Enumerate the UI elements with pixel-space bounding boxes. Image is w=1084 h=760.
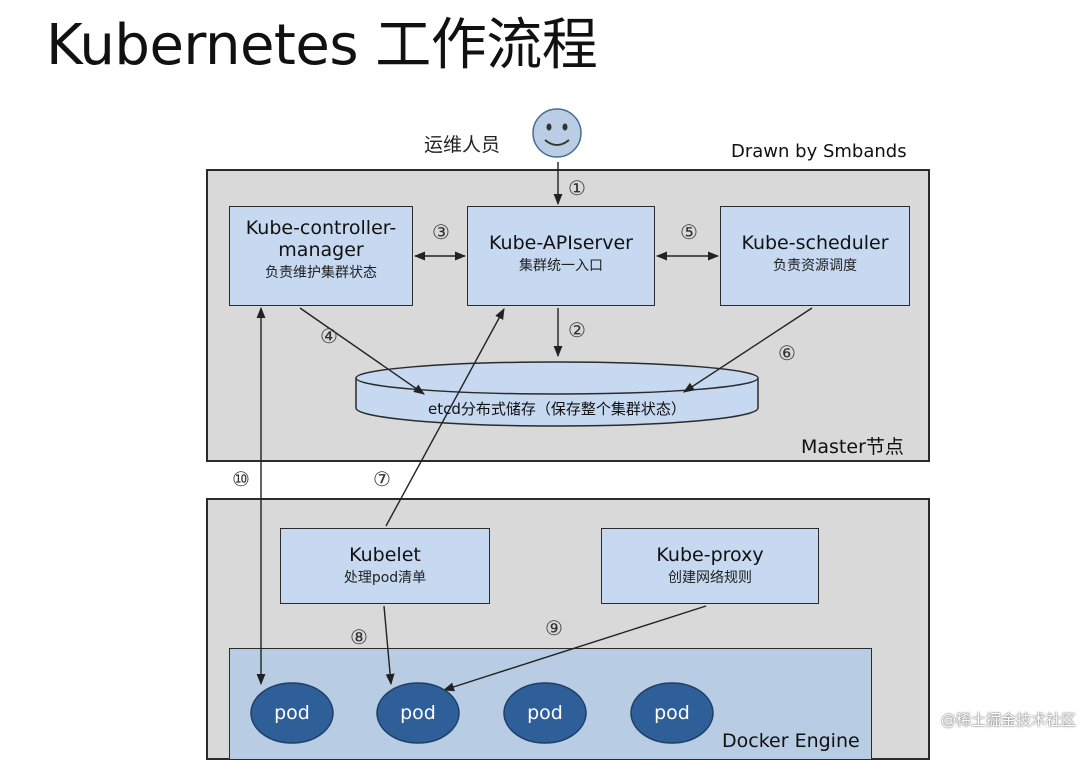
- kube-apiserver-box: Kube-APIserver 集群统一入口: [467, 206, 655, 306]
- arrow-step-4: [299, 307, 425, 395]
- pod-ellipse: [250, 682, 334, 744]
- step-number-4: ④: [320, 324, 338, 348]
- pod-ellipse: [630, 682, 714, 744]
- controller-desc: 负责维护集群状态: [265, 265, 377, 281]
- scheduler-desc: 负责资源调度: [773, 258, 857, 274]
- kubelet-name: Kubelet: [349, 544, 421, 566]
- page-title: Kubernetes 工作流程: [46, 13, 598, 78]
- arrow-step-6: [683, 307, 813, 393]
- step-number-3: ③: [432, 220, 450, 244]
- master-region-label: Master节点: [801, 436, 904, 458]
- controller-name-line1: Kube-controller-: [245, 217, 397, 239]
- kube-proxy-box: Kube-proxy 创建网络规则: [601, 528, 819, 604]
- apiserver-name: Kube-APIserver: [489, 232, 633, 254]
- kubelet-box: Kubelet 处理pod清单: [280, 528, 490, 604]
- kube-scheduler-box: Kube-scheduler 负责资源调度: [720, 206, 910, 306]
- watermark: @稀土掘金技术社区: [940, 711, 1076, 729]
- pod-ellipse: [503, 682, 587, 744]
- step-number-8: ⑧: [350, 625, 368, 649]
- scheduler-name: Kube-scheduler: [741, 232, 889, 254]
- step-number-7: ⑦: [373, 467, 391, 491]
- drawn-by-label: Drawn by Smbands: [731, 141, 907, 162]
- etcd-label: etcd分布式储存（保存整个集群状态）: [428, 400, 686, 418]
- arrow-step-9: [442, 605, 707, 692]
- kube-controller-manager-box: Kube-controller- manager 负责维护集群状态: [229, 206, 413, 306]
- pod-ellipse: [376, 682, 460, 744]
- kubelet-desc: 处理pod清单: [343, 570, 427, 586]
- kube-proxy-desc: 创建网络规则: [668, 570, 752, 586]
- step-number-6: ⑥: [778, 341, 796, 365]
- step-number-2: ②: [568, 318, 586, 342]
- docker-engine-label: Docker Engine: [722, 730, 860, 752]
- step-number-10: ⑩: [232, 467, 250, 491]
- arrow-step-8: [383, 605, 395, 686]
- controller-name-line2: manager: [278, 239, 364, 261]
- step-number-9: ⑨: [545, 616, 563, 640]
- step-number-1: ①: [568, 176, 586, 200]
- operator-smiley-icon: [532, 108, 582, 158]
- pod-label: pod: [274, 702, 310, 724]
- step-number-5: ⑤: [680, 220, 698, 244]
- pod-label: pod: [527, 702, 563, 724]
- pod-label: pod: [400, 702, 436, 724]
- kube-proxy-name: Kube-proxy: [656, 544, 764, 566]
- operator-label: 运维人员: [424, 134, 501, 156]
- etcd-cylinder: [355, 361, 759, 427]
- apiserver-desc: 集群统一入口: [519, 258, 603, 274]
- pod-label: pod: [654, 702, 690, 724]
- arrow-step-7: [385, 308, 505, 527]
